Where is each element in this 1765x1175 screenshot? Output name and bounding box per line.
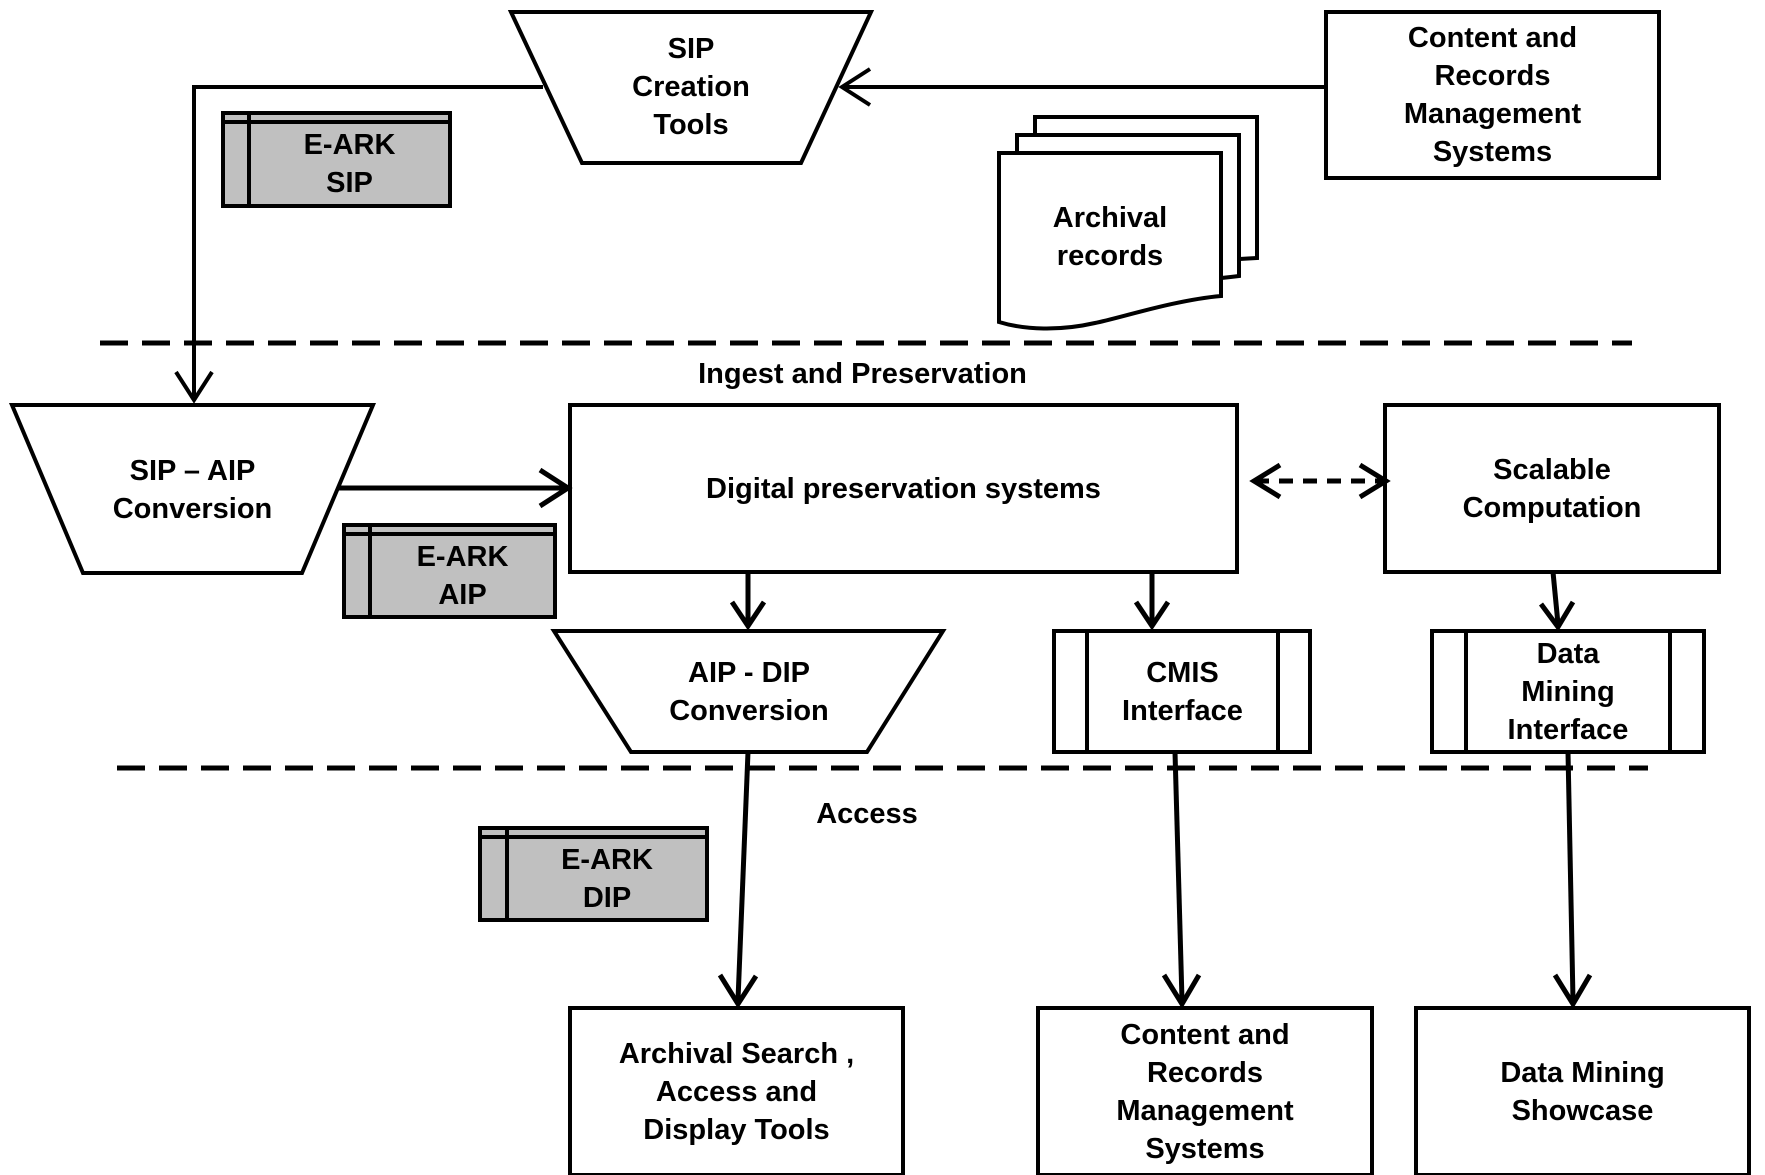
- scalable-computation-label: Scalable Computation: [1462, 453, 1642, 524]
- sip-aip-conversion-shape: [8, 403, 377, 575]
- aip-dip-conversion-label: AIP - DIP Conversion: [669, 657, 829, 727]
- digital-preservation-systems-label: Digital preservation systems: [706, 472, 1101, 505]
- arrowhead-dps-to-aip-dip: [729, 600, 767, 631]
- arrow-sip-creation-to-sip-aip: [192, 85, 543, 396]
- earks-sip-label: E-ARK SIP: [303, 129, 396, 199]
- archival-search-tools-label: Archival Search , Access and Display Too…: [618, 1037, 855, 1146]
- earks-dip-package: [478, 826, 709, 922]
- aip-dip-conversion-shape: [550, 629, 947, 754]
- earks-aip-label: E-ARK AIP: [416, 540, 509, 611]
- sip-creation-tools-shape: [507, 10, 875, 165]
- arrow-cmis-to-crm-target: [1172, 751, 1185, 1001]
- crm-source-label: Content and Records Management Systems: [1403, 22, 1582, 168]
- ingest-section-title: Ingest and Preservation: [698, 358, 1027, 390]
- arrowhead-cmis-to-crm-target: [1161, 973, 1202, 1009]
- data-mining-interface-label: Data Mining Interface: [1507, 637, 1629, 746]
- arrowhead-sip-aip-to-dps: [538, 467, 573, 509]
- access-section-title: Access: [816, 798, 918, 830]
- data-mining-showcase-label: Data Mining Showcase: [1500, 1056, 1665, 1127]
- arrowhead-crm-to-sip-creation: [838, 67, 872, 107]
- earks-dip-label: E-ARK DIP: [561, 843, 653, 914]
- arrowhead-scalable-to-dmi: [1538, 600, 1576, 632]
- arrowhead-dmi-to-dm-showcase: [1552, 973, 1593, 1009]
- crm-target-box: [1036, 1006, 1374, 1175]
- arrow-scalable-to-dmi: [1550, 571, 1561, 625]
- arrowhead-scalable-side: [1358, 462, 1391, 500]
- crm-source-box: [1324, 10, 1661, 180]
- arrow-aip-dip-to-search-tools: [735, 751, 751, 1001]
- arrow-dmi-to-dm-showcase: [1565, 751, 1576, 1001]
- arrowhead-dps-side: [1249, 462, 1282, 500]
- cmis-interface-label: CMIS Interface: [1122, 656, 1243, 727]
- data-mining-interface-box: [1430, 629, 1706, 754]
- arrowhead-dps-to-cmis: [1133, 600, 1171, 631]
- archival-records-page-front: [997, 151, 1223, 331]
- archival-search-tools-box: [568, 1006, 905, 1175]
- cmis-interface-box: [1052, 629, 1312, 754]
- crm-target-label: Content and Records Management Systems: [1116, 1018, 1294, 1165]
- sip-creation-tools-label: SIP Creation Tools: [632, 33, 750, 141]
- scalable-computation-box: [1383, 403, 1721, 574]
- archival-records-label: Archival records: [1052, 202, 1168, 272]
- digital-preservation-systems-box: [568, 403, 1239, 574]
- data-mining-showcase-box: [1414, 1006, 1751, 1175]
- earks-sip-package: [221, 111, 452, 208]
- arrowhead-aip-dip-to-search-tools: [717, 973, 759, 1009]
- sip-aip-conversion-label: SIP – AIP Conversion: [112, 455, 273, 525]
- arrowhead-sip-creation-to-sip-aip: [174, 370, 214, 404]
- earks-aip-package: [342, 523, 557, 619]
